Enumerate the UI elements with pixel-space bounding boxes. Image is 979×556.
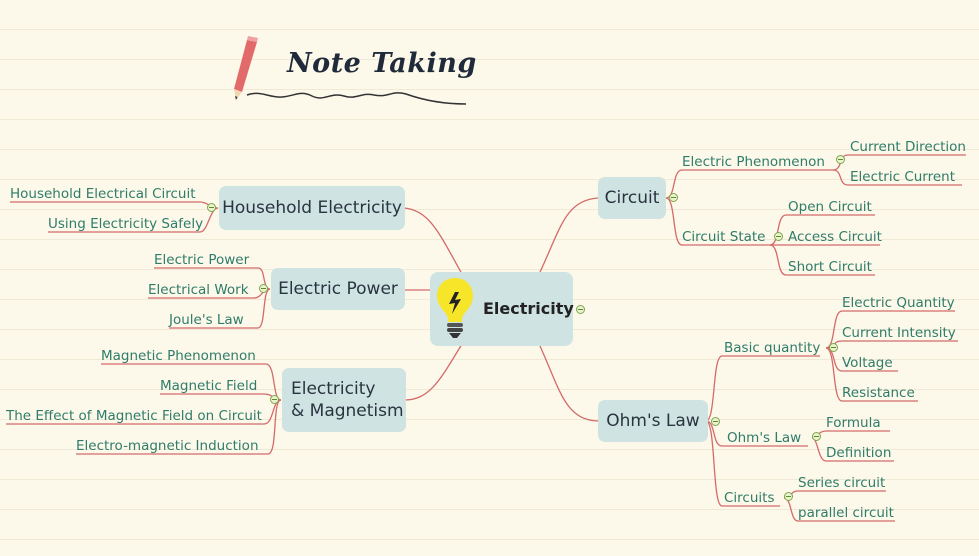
- subtopic-circuit-state[interactable]: Circuit State: [682, 229, 766, 245]
- leaf-resistance[interactable]: Resistance: [842, 385, 915, 401]
- leaf-magnetic-field[interactable]: Magnetic Field: [160, 378, 258, 394]
- connector-center-circuit: [539, 197, 599, 273]
- leaf-joules-law[interactable]: Joule's Law: [169, 312, 244, 328]
- leaf-formula[interactable]: Formula: [826, 415, 881, 431]
- topic-label: Household Electricity: [222, 198, 402, 218]
- topic-label: Ohm's Law: [606, 411, 700, 431]
- subtopic-electric-phenomenon[interactable]: Electric Phenomenon: [682, 154, 825, 170]
- pencil-icon: [234, 36, 258, 100]
- central-topic-label: Electricity: [483, 299, 574, 318]
- leaf-using-electricity-safely[interactable]: Using Electricity Safely: [48, 216, 204, 232]
- topic-household-electricity[interactable]: Household Electricity: [219, 186, 405, 230]
- connector-center-magnetism: [403, 343, 463, 401]
- collapse-minus-icon[interactable]: [711, 417, 720, 426]
- topic-electricity-magnetism[interactable]: Electricity & Magnetism: [282, 368, 406, 432]
- collapse-minus-icon[interactable]: [270, 395, 279, 404]
- leaf-open-circuit[interactable]: Open Circuit: [788, 199, 872, 215]
- topic-electric-power[interactable]: Electric Power: [271, 268, 405, 310]
- subtopic-basic-quantity[interactable]: Basic quantity: [724, 340, 821, 356]
- topic-label: Circuit: [604, 188, 660, 208]
- leaf-short-circuit[interactable]: Short Circuit: [788, 259, 872, 275]
- leaf-electromagnetic-induction[interactable]: Electro-magnetic Induction: [76, 438, 259, 454]
- subtopic-ohms-law[interactable]: Ohm's Law: [727, 430, 802, 446]
- page-title: Note Taking: [287, 48, 477, 79]
- collapse-minus-icon[interactable]: [812, 432, 821, 441]
- leaf-access-circuit[interactable]: Access Circuit: [788, 229, 882, 245]
- leaf-current-direction[interactable]: Current Direction: [850, 139, 966, 155]
- leaf-household-electrical-circuit[interactable]: Household Electrical Circuit: [10, 186, 196, 202]
- leaf-current-intensity[interactable]: Current Intensity: [842, 325, 956, 341]
- leaf-parallel-circuit[interactable]: parallel circuit: [798, 505, 894, 521]
- connector-center-ohm: [539, 345, 599, 422]
- light-bulb-icon: [437, 278, 473, 338]
- topic-circuit[interactable]: Circuit: [598, 177, 666, 219]
- collapse-minus-icon[interactable]: [784, 492, 793, 501]
- leaf-effect-of-magnetic-field[interactable]: The Effect of Magnetic Field on Circuit: [6, 408, 262, 424]
- collapse-minus-icon[interactable]: [774, 232, 783, 241]
- collapse-minus-icon[interactable]: [829, 343, 838, 352]
- collapse-minus-icon[interactable]: [836, 155, 845, 164]
- topic-label-line2: & Magnetism: [291, 401, 404, 421]
- collapse-minus-icon[interactable]: [669, 193, 678, 202]
- collapse-minus-icon[interactable]: [576, 305, 585, 314]
- underline-squiggle: [246, 92, 467, 105]
- collapse-minus-icon[interactable]: [259, 284, 268, 293]
- leaf-electric-quantity[interactable]: Electric Quantity: [842, 295, 955, 311]
- central-topic[interactable]: Electricity: [430, 272, 574, 346]
- topic-label-line1: Electricity: [291, 379, 376, 399]
- leaf-series-circuit[interactable]: Series circuit: [798, 475, 886, 491]
- leaf-electrical-work[interactable]: Electrical Work: [148, 282, 249, 298]
- collapse-minus-icon[interactable]: [207, 203, 216, 212]
- subtopic-circuits[interactable]: Circuits: [724, 490, 775, 506]
- topic-label: Electric Power: [278, 279, 398, 299]
- leaf-electric-current[interactable]: Electric Current: [850, 169, 956, 185]
- leaf-definition[interactable]: Definition: [826, 445, 892, 461]
- leaf-electric-power[interactable]: Electric Power: [154, 252, 250, 268]
- connector-center-household: [403, 207, 463, 275]
- leaf-magnetic-phenomenon[interactable]: Magnetic Phenomenon: [101, 348, 256, 364]
- topic-ohms-law[interactable]: Ohm's Law: [598, 400, 708, 442]
- leaf-voltage[interactable]: Voltage: [842, 355, 893, 371]
